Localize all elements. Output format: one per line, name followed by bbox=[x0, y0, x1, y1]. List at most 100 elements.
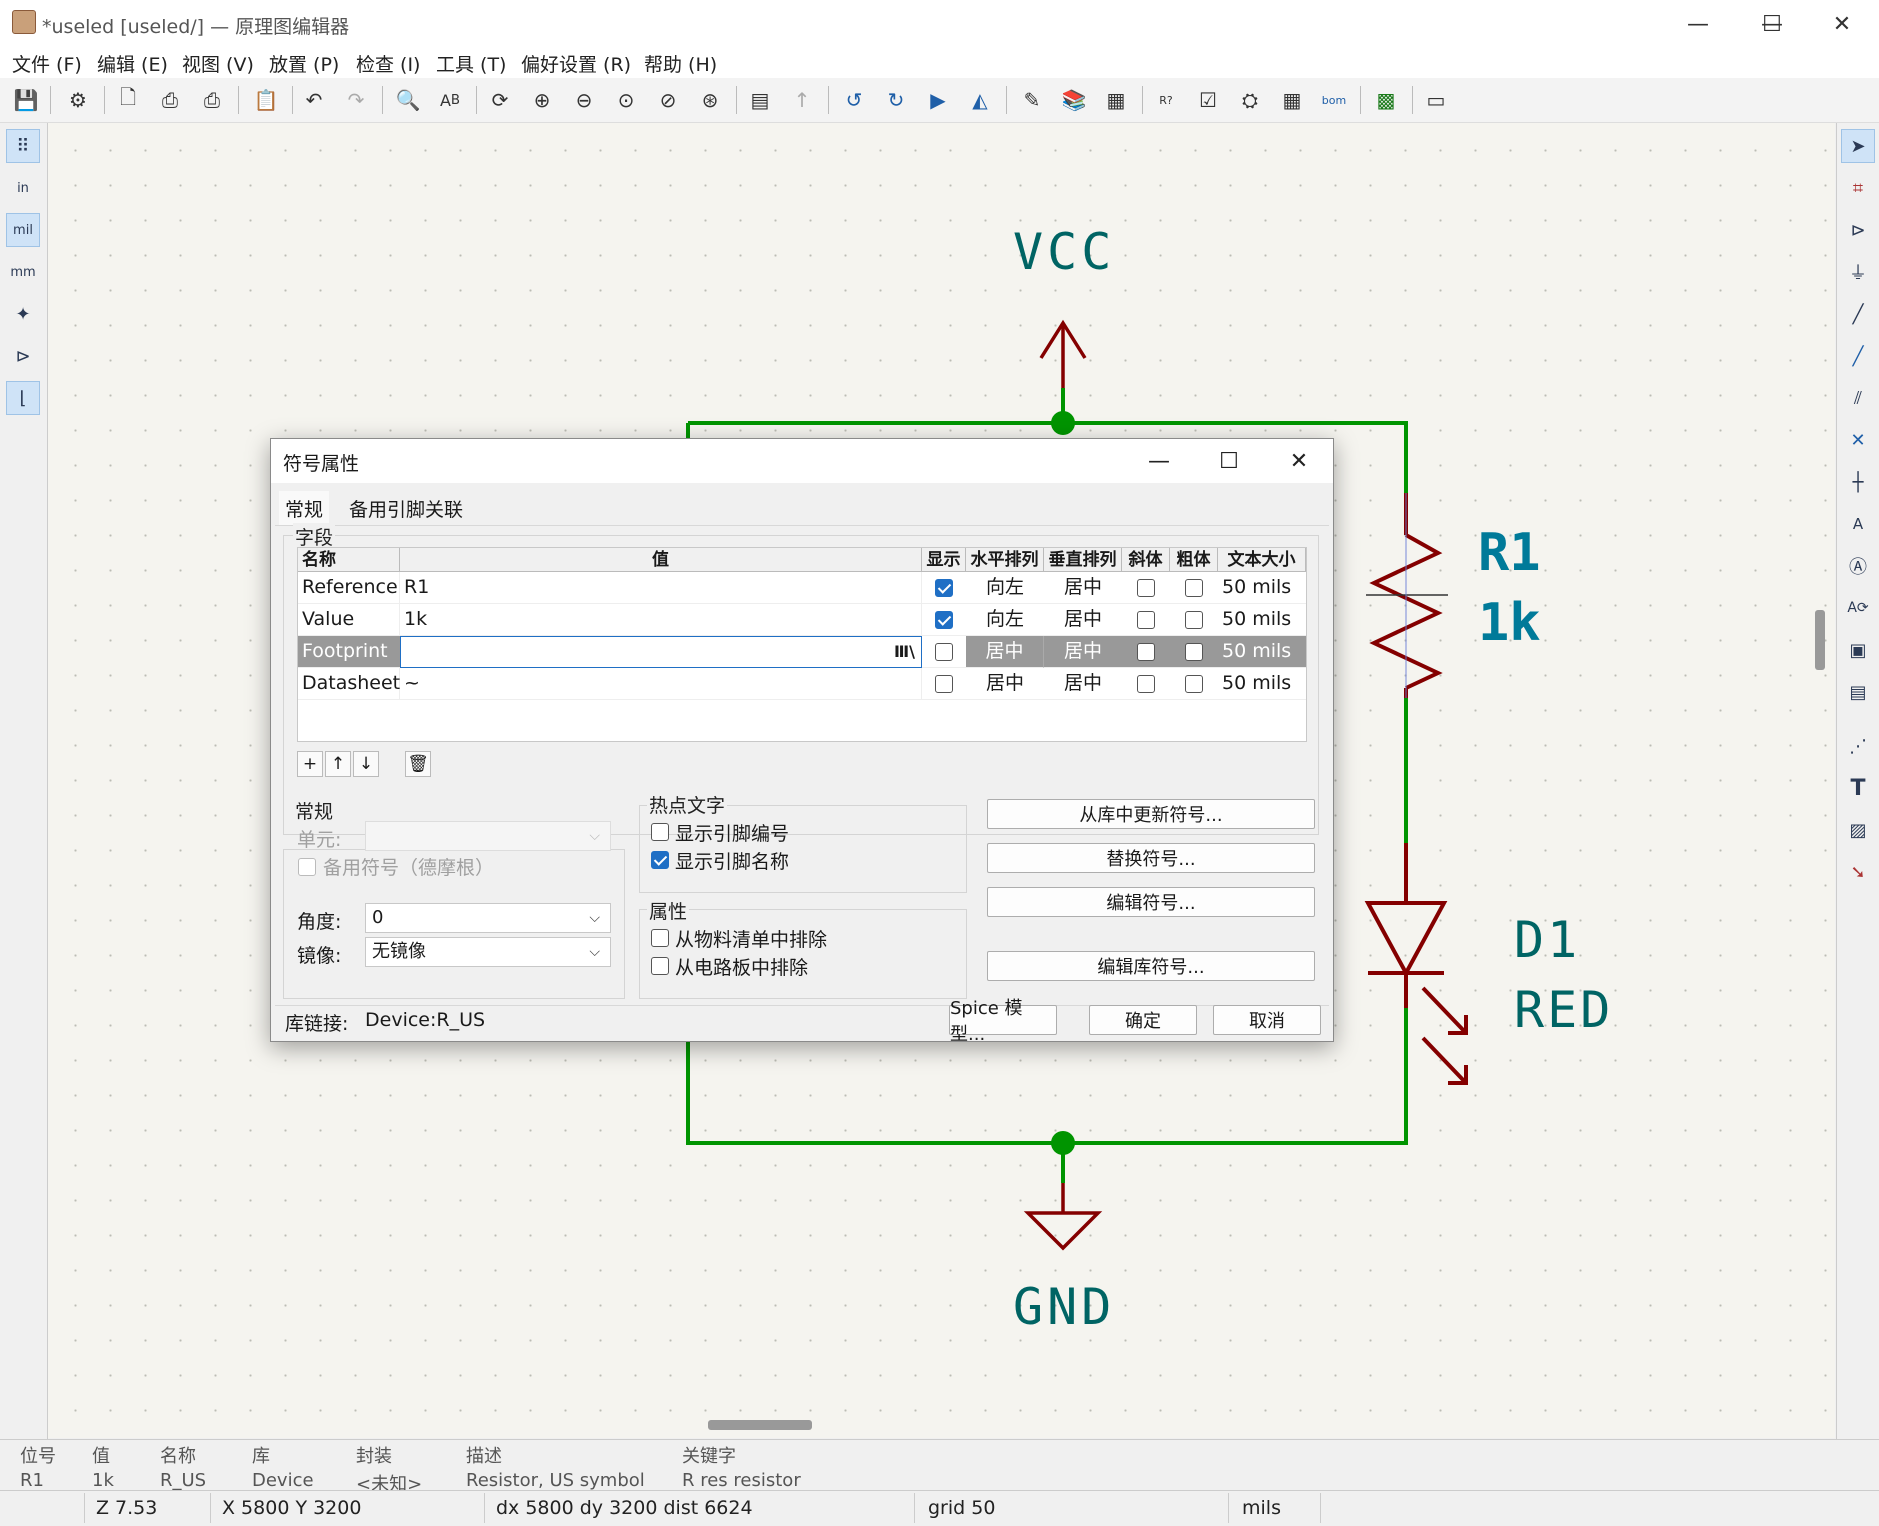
footprint-browser-icon[interactable]: Ⅲ\ bbox=[894, 642, 915, 661]
alt-symbol-checkbox[interactable] bbox=[298, 858, 316, 876]
col-header-show[interactable]: 显示 bbox=[922, 548, 966, 572]
symbol-editor-icon[interactable]: ✎ bbox=[1023, 88, 1041, 112]
no-connect-icon[interactable]: ✕ bbox=[1850, 429, 1866, 451]
text-size-cell[interactable]: 50 mils bbox=[1218, 572, 1306, 604]
spice-model-button[interactable]: Spice 模型... bbox=[949, 998, 1057, 1045]
add-wire-icon[interactable]: ╱ bbox=[1852, 303, 1864, 325]
refresh-icon[interactable]: ⟳ bbox=[491, 88, 509, 112]
add-bus-icon[interactable]: ╱ bbox=[1852, 345, 1864, 367]
add-bus-entry-icon[interactable]: ⫽ bbox=[1853, 387, 1863, 409]
edit-library-symbol-button[interactable]: 编辑库符号... bbox=[987, 951, 1315, 981]
show-pin-number-checkbox[interactable] bbox=[651, 823, 669, 841]
italic-checkbox[interactable] bbox=[1137, 579, 1155, 597]
ok-button[interactable]: 确定 bbox=[1089, 1005, 1197, 1035]
bom-icon[interactable]: bom bbox=[1321, 93, 1347, 107]
v-align-cell[interactable]: 居中 bbox=[1044, 636, 1122, 668]
dialog-close-button[interactable]: ✕ bbox=[1289, 448, 1309, 474]
assign-footprints-icon[interactable]: ⛭ bbox=[1242, 88, 1258, 112]
bold-checkbox[interactable] bbox=[1185, 675, 1203, 693]
show-checkbox[interactable] bbox=[935, 579, 953, 597]
zoom-out-icon[interactable]: ⊖ bbox=[575, 88, 593, 112]
move-up-button[interactable]: ↑ bbox=[325, 751, 351, 777]
v-align-cell[interactable]: 居中 bbox=[1044, 668, 1122, 700]
grid-toggle-icon[interactable]: ⠿ bbox=[6, 129, 40, 163]
h-align-cell[interactable]: 向左 bbox=[966, 572, 1044, 604]
menu-preferences[interactable]: 偏好设置 (R) bbox=[521, 54, 632, 76]
rotate-cw-icon[interactable]: ↻ bbox=[887, 88, 905, 112]
schematic-setup-icon[interactable]: ⚙ bbox=[69, 88, 87, 112]
bold-checkbox[interactable] bbox=[1185, 611, 1203, 629]
col-header-name[interactable]: 名称 bbox=[298, 548, 400, 572]
tab-general[interactable]: 常规 bbox=[279, 491, 330, 526]
rotate-ccw-icon[interactable]: ↺ bbox=[845, 88, 863, 112]
line-mode-icon[interactable]: ⌊ bbox=[6, 381, 40, 415]
add-field-button[interactable]: + bbox=[297, 751, 323, 777]
field-name-cell[interactable]: Reference bbox=[298, 572, 400, 604]
move-down-button[interactable]: ↓ bbox=[353, 751, 379, 777]
v-align-cell[interactable]: 居中 bbox=[1044, 604, 1122, 636]
add-global-label-icon[interactable]: Ⓐ bbox=[1849, 557, 1867, 578]
symbol-library-browser-icon[interactable]: 📚 bbox=[1061, 88, 1087, 112]
tab-alternate-pins[interactable]: 备用引脚关联 bbox=[349, 499, 464, 521]
col-header-bold[interactable]: 粗体 bbox=[1170, 548, 1218, 572]
h-align-cell[interactable]: 居中 bbox=[966, 668, 1044, 700]
add-hierarchical-label-icon[interactable]: A⟳ bbox=[1847, 600, 1869, 616]
zoom-selection-icon[interactable]: ⊛ bbox=[701, 88, 719, 112]
delete-tool-icon[interactable]: ➘ bbox=[1850, 861, 1866, 883]
v-align-cell[interactable]: 居中 bbox=[1044, 572, 1122, 604]
undo-icon[interactable]: ↶ bbox=[305, 88, 323, 112]
h-align-cell[interactable]: 向左 bbox=[966, 604, 1044, 636]
field-name-cell[interactable]: Value bbox=[298, 604, 400, 636]
add-sheet-icon[interactable]: ▣ bbox=[1849, 639, 1867, 661]
window-minimize-button[interactable]: — bbox=[1687, 11, 1709, 37]
add-power-icon[interactable]: ⏚ bbox=[1849, 263, 1867, 284]
paste-icon[interactable]: 📋 bbox=[253, 88, 279, 112]
add-label-icon[interactable]: A bbox=[1852, 515, 1864, 533]
add-graphic-line-icon[interactable]: ⋰ bbox=[1849, 735, 1867, 757]
units-inch-button[interactable]: in bbox=[17, 180, 29, 196]
footprint-editor-icon[interactable]: ▦ bbox=[1106, 88, 1126, 112]
window-maximize-button[interactable]: ☐ bbox=[1762, 11, 1782, 37]
italic-checkbox[interactable] bbox=[1137, 643, 1155, 661]
scripting-console-icon[interactable]: ▭ bbox=[1426, 88, 1446, 112]
dialog-maximize-button[interactable]: ☐ bbox=[1219, 448, 1239, 474]
menu-edit[interactable]: 编辑 (E) bbox=[97, 54, 168, 76]
update-from-library-button[interactable]: 从库中更新符号... bbox=[987, 799, 1315, 829]
field-name-cell[interactable]: Datasheet bbox=[298, 668, 400, 700]
dialog-minimize-button[interactable]: — bbox=[1148, 448, 1170, 474]
h-align-cell[interactable]: 居中 bbox=[966, 636, 1044, 668]
text-size-cell[interactable]: 50 mils bbox=[1218, 668, 1306, 700]
show-checkbox[interactable] bbox=[935, 675, 953, 693]
text-size-cell[interactable]: 50 mils bbox=[1218, 604, 1306, 636]
save-icon[interactable]: 💾 bbox=[13, 88, 39, 112]
col-header-text-size[interactable]: 文本大小 bbox=[1218, 548, 1306, 572]
plot-icon[interactable]: ⎙ bbox=[204, 88, 220, 112]
col-header-h-align[interactable]: 水平排列 bbox=[966, 548, 1044, 572]
menu-view[interactable]: 视图 (V) bbox=[182, 54, 254, 76]
highlight-net-icon[interactable]: ⌗ bbox=[1852, 177, 1864, 199]
zoom-fit-icon[interactable]: ⊙ bbox=[617, 88, 635, 112]
menu-inspect[interactable]: 检查 (I) bbox=[356, 54, 421, 76]
units-mm-button[interactable]: mm bbox=[10, 264, 36, 280]
mirror-horizontal-icon[interactable]: ◭ bbox=[972, 88, 988, 112]
zoom-in-icon[interactable]: ⊕ bbox=[533, 88, 551, 112]
add-symbol-icon[interactable]: ⊳ bbox=[1850, 219, 1866, 241]
col-header-v-align[interactable]: 垂直排列 bbox=[1044, 548, 1122, 572]
find-icon[interactable]: 🔍 bbox=[395, 88, 421, 112]
add-junction-icon[interactable]: ┼ bbox=[1852, 471, 1864, 493]
exclude-board-checkbox[interactable] bbox=[651, 957, 669, 975]
window-close-button[interactable]: ✕ bbox=[1832, 11, 1852, 37]
show-checkbox[interactable] bbox=[935, 643, 953, 661]
menu-place[interactable]: 放置 (P) bbox=[269, 54, 340, 76]
delete-field-button[interactable]: 🗑 bbox=[405, 751, 431, 777]
mirror-select[interactable]: 无镜像⌵ bbox=[365, 937, 611, 967]
units-mil-button[interactable]: mil bbox=[6, 213, 40, 247]
print-icon[interactable]: ⎙ bbox=[162, 88, 178, 112]
footprint-value-input[interactable] bbox=[405, 639, 879, 665]
exclude-bom-checkbox[interactable] bbox=[651, 929, 669, 947]
col-header-value[interactable]: 值 bbox=[400, 548, 922, 572]
unit-select[interactable]: ⌵ bbox=[365, 821, 611, 851]
erc-icon[interactable]: ☑ bbox=[1199, 88, 1217, 112]
symbol-fields-table-icon[interactable]: ▦ bbox=[1282, 88, 1302, 112]
